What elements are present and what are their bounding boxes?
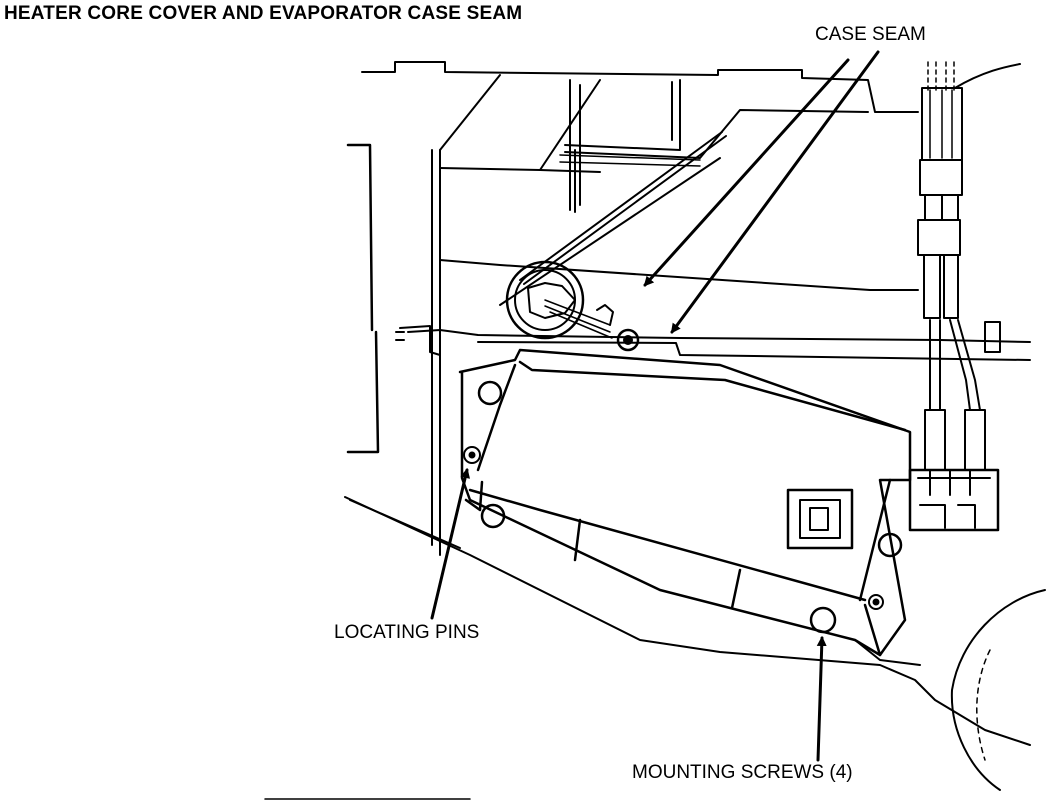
figure-title: HEATER CORE COVER AND EVAPORATOR CASE SE… [4,3,523,24]
locating-pins-label: LOCATING PINS [334,622,480,643]
case-seam-line [395,321,1031,361]
case-seam-label: CASE SEAM [815,24,926,45]
case-seam-arrow-lower [670,50,880,334]
evaporator-case [361,61,919,556]
heater-core-cover [458,348,912,657]
wiring-harness [908,61,1000,532]
actuator-wheel [505,260,640,352]
linkage-rods [499,131,727,306]
left-bracket [346,143,380,454]
mounting-screws-arrow [816,636,827,762]
case-seam-arrow-upper [643,58,850,287]
fastener-holes [463,380,903,634]
leader-arrows [430,50,880,762]
locating-pins-arrow [430,468,471,620]
right-round-components [950,63,1046,791]
lower-duct [344,496,1031,746]
mounting-screws-label: MOUNTING SCREWS (4) [632,762,853,783]
